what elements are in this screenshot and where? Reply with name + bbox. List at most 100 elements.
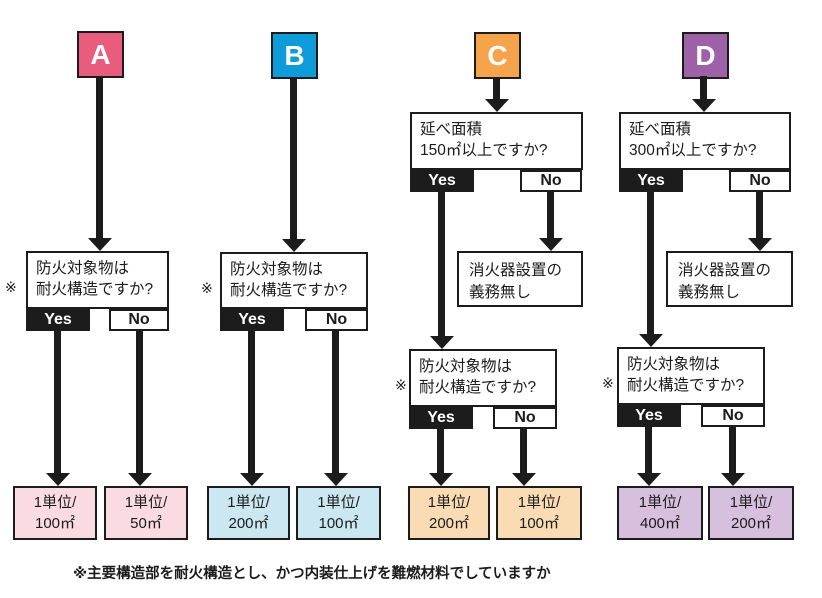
column-a-yes-badge: Yes <box>26 309 90 331</box>
arrow-down-head <box>324 473 348 486</box>
result-line: 1単位/ <box>33 494 77 511</box>
result-line: 100㎡ <box>518 515 560 532</box>
question-line: 防火対象物は <box>36 260 130 277</box>
note-mark: ※ <box>602 375 614 391</box>
question-line: 耐火構造ですか? <box>230 281 348 299</box>
column-c-area-no-badge: No <box>520 170 582 192</box>
column-d-header: D <box>682 32 729 79</box>
question-line: 防火対象物は <box>230 261 324 278</box>
arrow-down-stem <box>729 427 736 473</box>
column-d-area-yes-badge: Yes <box>619 170 683 192</box>
column-b-result-no-box: 1単位/ 100㎡ <box>296 486 381 540</box>
column-c-yes-badge: Yes <box>409 407 473 429</box>
note-mark: ※ <box>395 377 407 393</box>
result-line: 1単位/ <box>517 494 561 511</box>
column-a-fireproof-question-box: 防火対象物は 耐火構造ですか? <box>26 251 169 309</box>
result-line: 50㎡ <box>130 515 162 532</box>
arrow-down-stem <box>520 429 527 473</box>
arrow-down-head <box>240 473 264 486</box>
arrow-down-head <box>512 473 536 486</box>
arrow-down-stem <box>136 331 143 473</box>
arrow-down-stem <box>248 331 255 473</box>
arrow-down-stem <box>332 331 339 473</box>
arrow-down-head <box>429 473 453 486</box>
column-c-result-yes-box: 1単位/ 200㎡ <box>408 486 490 540</box>
result-line: 1単位/ <box>317 494 360 511</box>
duty-line: 消火器設置の <box>678 262 772 279</box>
arrow-down-stem <box>700 76 707 99</box>
question-line: 耐火構造ですか? <box>419 378 537 396</box>
footnote: ※主要構造部を耐火構造とし、かつ内装仕上げを難燃材料でしていますか <box>73 566 551 582</box>
arrow-down-head <box>721 473 745 486</box>
arrow-down-stem <box>438 192 445 336</box>
arrow-down-stem <box>647 192 654 334</box>
arrow-down-stem <box>437 429 444 473</box>
arrow-down-head <box>637 473 661 486</box>
column-c-fireproof-question-box: 防火対象物は 耐火構造ですか? <box>409 349 557 407</box>
arrow-down-head <box>282 239 306 252</box>
column-a-no-badge: No <box>109 309 169 331</box>
column-c-area-yes-badge: Yes <box>410 170 474 192</box>
column-c-header: C <box>474 32 521 79</box>
result-line: 1単位/ <box>427 494 471 511</box>
arrow-down-head <box>46 473 70 486</box>
result-line: 100㎡ <box>34 515 76 532</box>
duty-line: 義務無し <box>678 283 741 301</box>
column-b-no-badge: No <box>305 309 368 331</box>
column-a-header: A <box>77 31 124 78</box>
question-line: 耐火構造ですか? <box>36 280 154 298</box>
column-d-yes-badge: Yes <box>617 405 681 427</box>
note-mark: ※ <box>5 279 17 295</box>
column-d-result-yes-box: 1単位/ 400㎡ <box>617 486 703 540</box>
arrow-down-head <box>539 238 563 251</box>
arrow-down-stem <box>54 331 61 473</box>
duty-line: 消火器設置の <box>469 262 563 279</box>
column-c-no-badge: No <box>493 407 557 429</box>
arrow-down-head <box>639 334 663 347</box>
arrow-down-stem <box>96 78 103 238</box>
result-line: 1単位/ <box>227 494 270 511</box>
question-line: 150㎡以上ですか? <box>420 141 548 159</box>
column-c-area-question-box: 延べ面積 150㎡以上ですか? <box>410 112 583 170</box>
column-b-yes-badge: Yes <box>220 309 284 331</box>
column-d-area-no-badge: No <box>729 170 791 192</box>
arrow-down-head <box>88 238 112 251</box>
arrow-down-head <box>485 99 509 112</box>
question-line: 防火対象物は <box>419 358 513 375</box>
arrow-down-stem <box>645 427 652 473</box>
arrow-down-head <box>748 238 772 251</box>
arrow-down-stem <box>547 191 554 238</box>
column-d-no-duty-box: 消火器設置の 義務無し <box>666 251 793 307</box>
question-line: 延べ面積 <box>420 121 483 138</box>
arrow-down-stem <box>290 78 297 239</box>
column-a-result-yes-box: 1単位/ 100㎡ <box>13 486 97 540</box>
question-line: 耐火構造ですか? <box>627 376 745 394</box>
question-line: 延べ面積 <box>629 121 692 138</box>
column-c-no-duty-box: 消火器設置の 義務無し <box>457 251 583 307</box>
result-line: 1単位/ <box>124 494 168 511</box>
arrow-down-head <box>692 99 716 112</box>
duty-line: 義務無し <box>469 283 532 301</box>
column-b-fireproof-question-box: 防火対象物は 耐火構造ですか? <box>220 252 368 309</box>
result-line: 100㎡ <box>318 515 359 532</box>
arrow-down-head <box>430 336 454 349</box>
result-line: 200㎡ <box>428 515 470 532</box>
result-line: 1単位/ <box>729 494 773 511</box>
column-d-fireproof-question-box: 防火対象物は 耐火構造ですか? <box>617 347 765 405</box>
column-d-area-question-box: 延べ面積 300㎡以上ですか? <box>619 112 791 170</box>
column-b-result-yes-box: 1単位/ 200㎡ <box>207 486 290 540</box>
result-line: 200㎡ <box>730 515 772 532</box>
question-line: 防火対象物は <box>627 356 721 373</box>
arrow-down-stem <box>493 77 500 99</box>
question-line: 300㎡以上ですか? <box>629 141 757 159</box>
note-mark: ※ <box>201 280 213 296</box>
column-b-header: B <box>271 32 318 79</box>
result-line: 200㎡ <box>228 515 269 532</box>
result-line: 1単位/ <box>638 494 682 511</box>
column-d-result-no-box: 1単位/ 200㎡ <box>708 486 794 540</box>
arrow-down-stem <box>756 191 763 238</box>
column-d-no-badge: No <box>701 405 765 427</box>
result-line: 400㎡ <box>639 515 681 532</box>
column-a-result-no-box: 1単位/ 50㎡ <box>104 486 188 540</box>
